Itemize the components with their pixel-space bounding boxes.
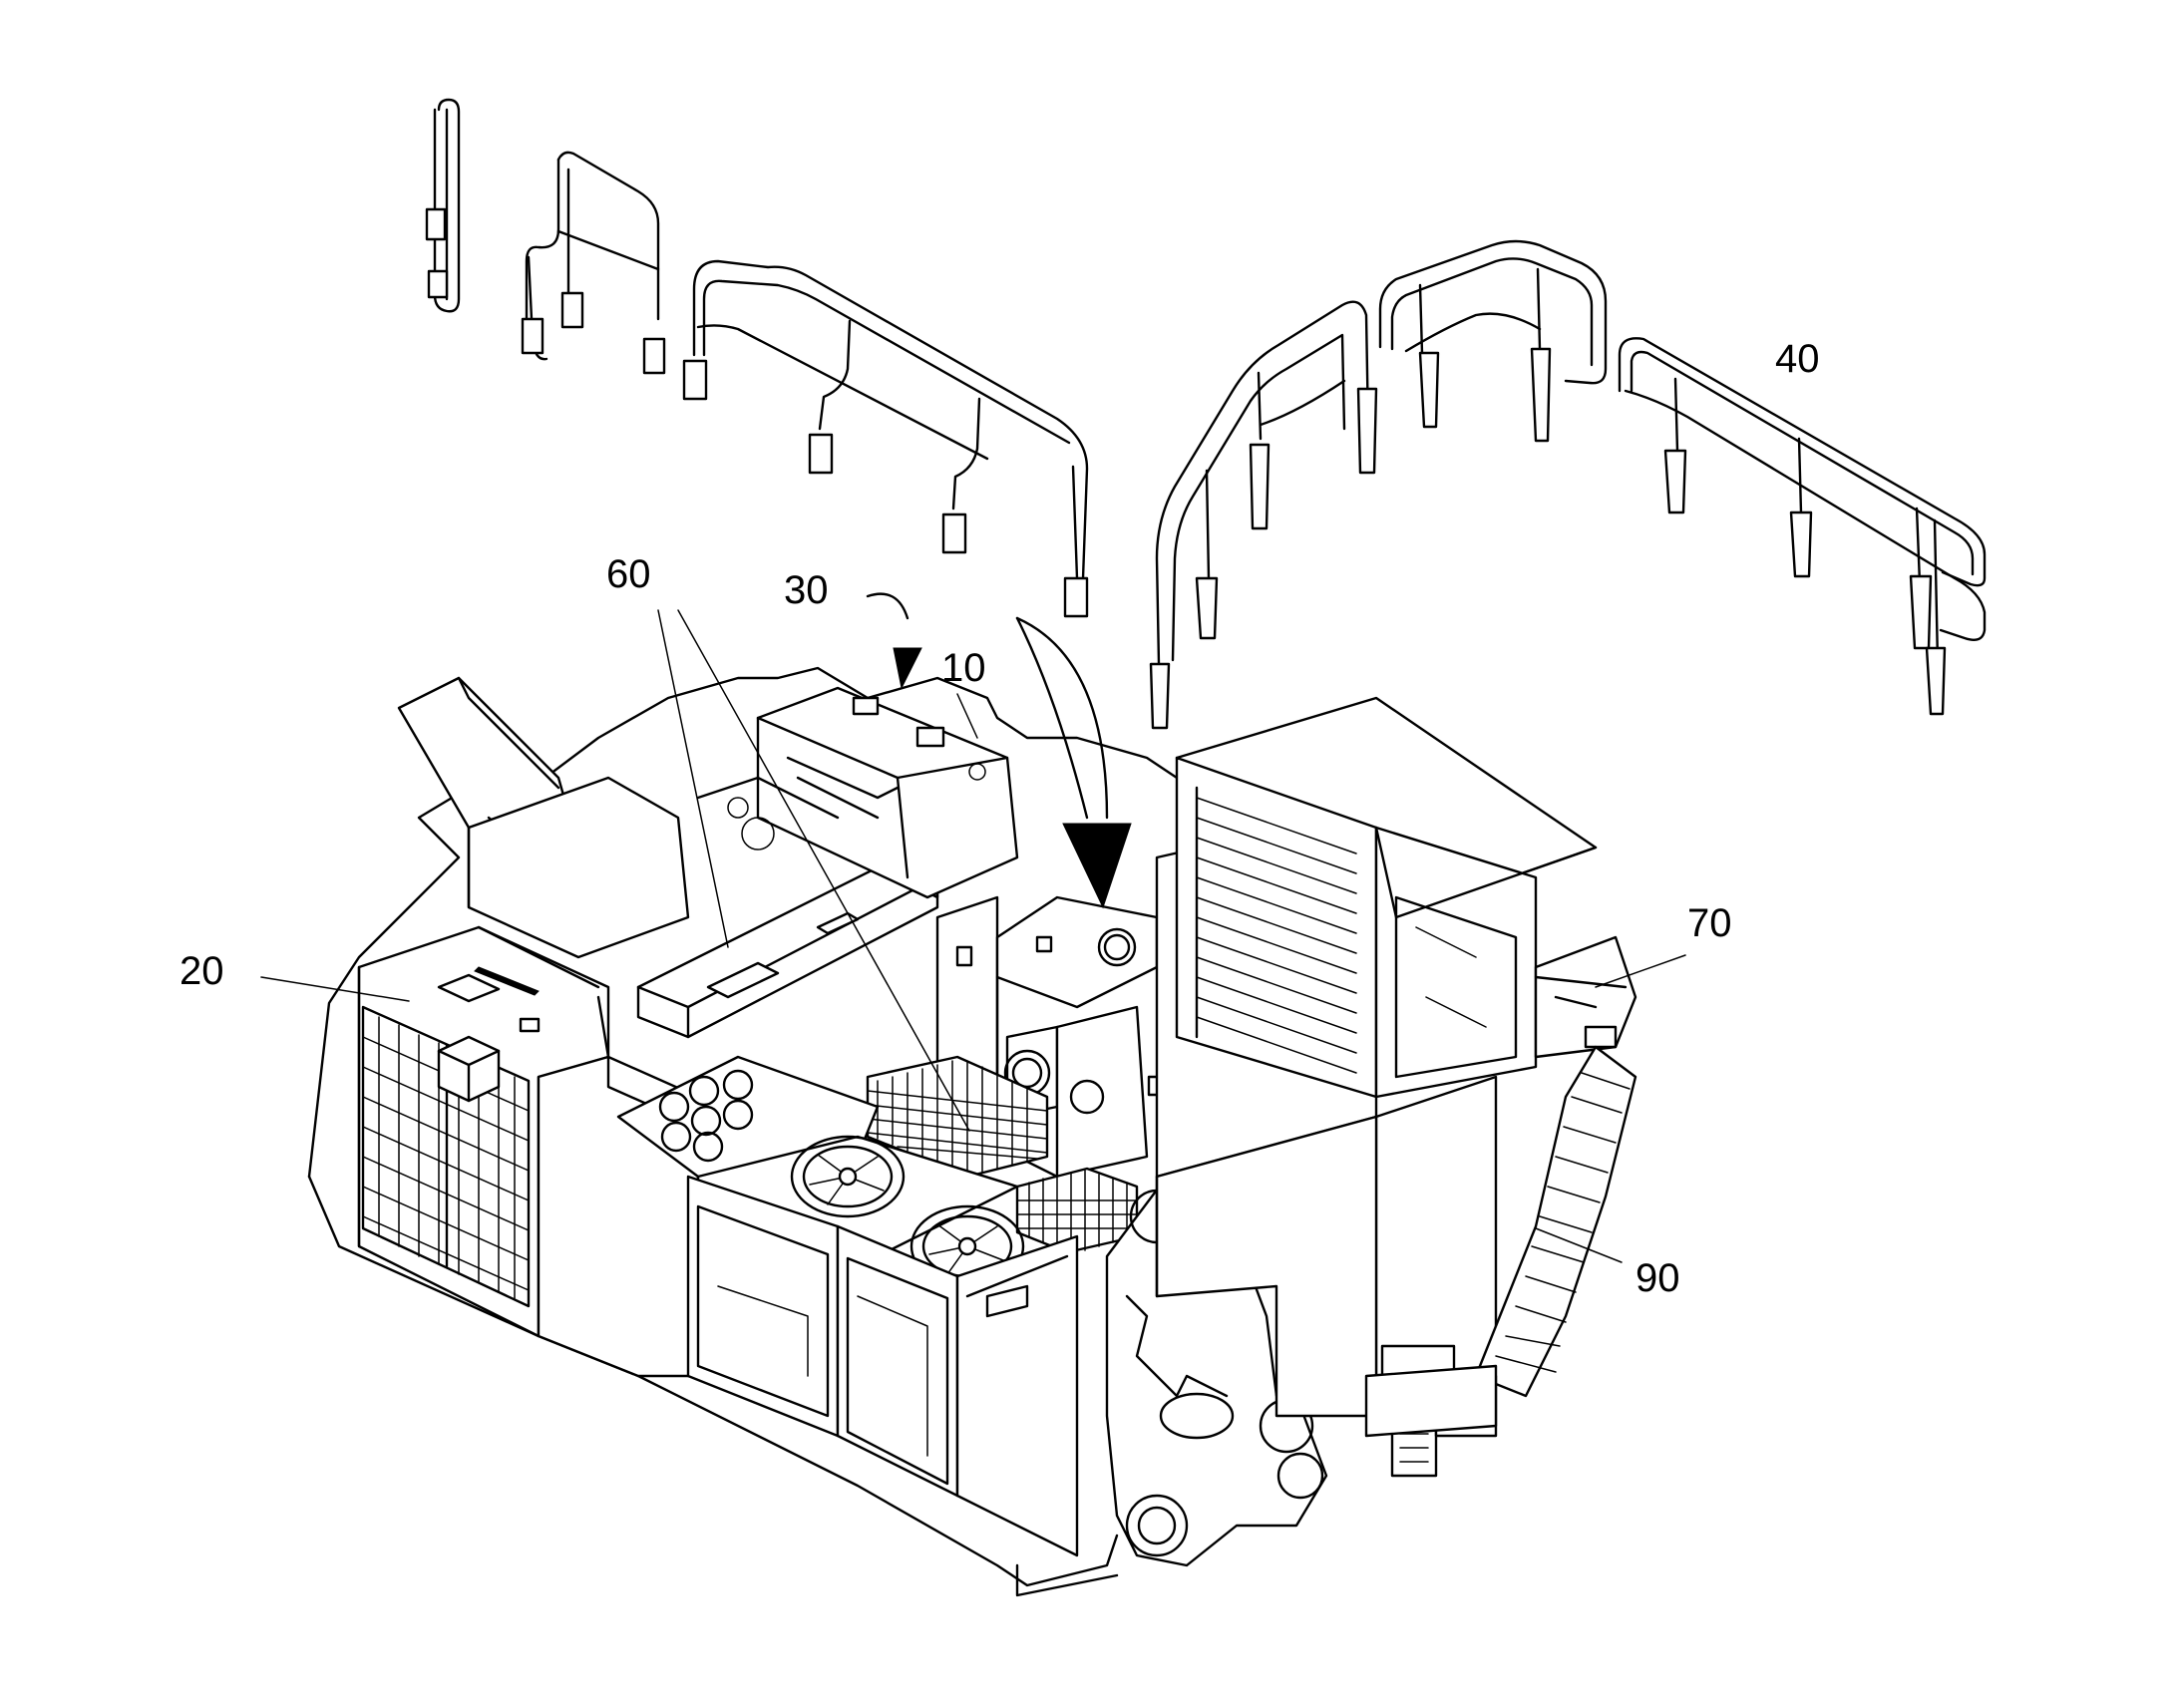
handrail-step [521, 151, 666, 375]
assembly-arrows [866, 592, 1132, 909]
fan-deck [616, 1055, 1025, 1288]
leader-lines [260, 609, 1686, 1263]
arrow-30-stroke [866, 592, 909, 620]
radiator-cab [1175, 696, 1598, 1099]
reference-numeral-10: 10 [941, 646, 986, 690]
base-outline [307, 666, 1179, 1179]
handrail-rounded-mid [1378, 239, 1608, 443]
leader-60b [677, 609, 970, 1132]
lower-slab [1364, 1364, 1498, 1438]
leader-20 [260, 976, 410, 1002]
upper-structure [307, 666, 1637, 1597]
reference-numeral-30: 30 [784, 568, 829, 612]
central-plates [935, 895, 1165, 1198]
handrail-group [425, 98, 1987, 730]
fan-icon [790, 1135, 906, 1218]
reference-numeral-40: 40 [1775, 337, 1820, 381]
counterweight-block [357, 925, 610, 1338]
handrail-curved-right [1149, 300, 1378, 730]
open-cabinet [686, 1175, 1079, 1557]
leader-10 [956, 693, 978, 739]
reference-numeral-70: 70 [1687, 901, 1732, 945]
arrow-stroke-left [1015, 616, 1089, 820]
arrow-down-icon [893, 647, 922, 690]
arrow-down-icon [1062, 823, 1132, 909]
reference-numeral-20: 20 [180, 949, 224, 993]
handrail-right-long [1618, 337, 1987, 716]
top-frame [696, 686, 1019, 899]
reference-numeral-90: 90 [1635, 1256, 1680, 1300]
floor-grate-upper [866, 1055, 1049, 1179]
right-platform [1534, 935, 1637, 1059]
handrail-short-vertical [425, 98, 461, 313]
equipment-cover [636, 855, 939, 1039]
arrow-stroke-right [1015, 616, 1109, 820]
handrail-long-left [682, 259, 1089, 618]
leader-90 [1535, 1227, 1623, 1263]
leader-70 [1595, 954, 1686, 988]
leader-60a [657, 609, 729, 948]
reference-numeral-60: 60 [606, 552, 651, 596]
